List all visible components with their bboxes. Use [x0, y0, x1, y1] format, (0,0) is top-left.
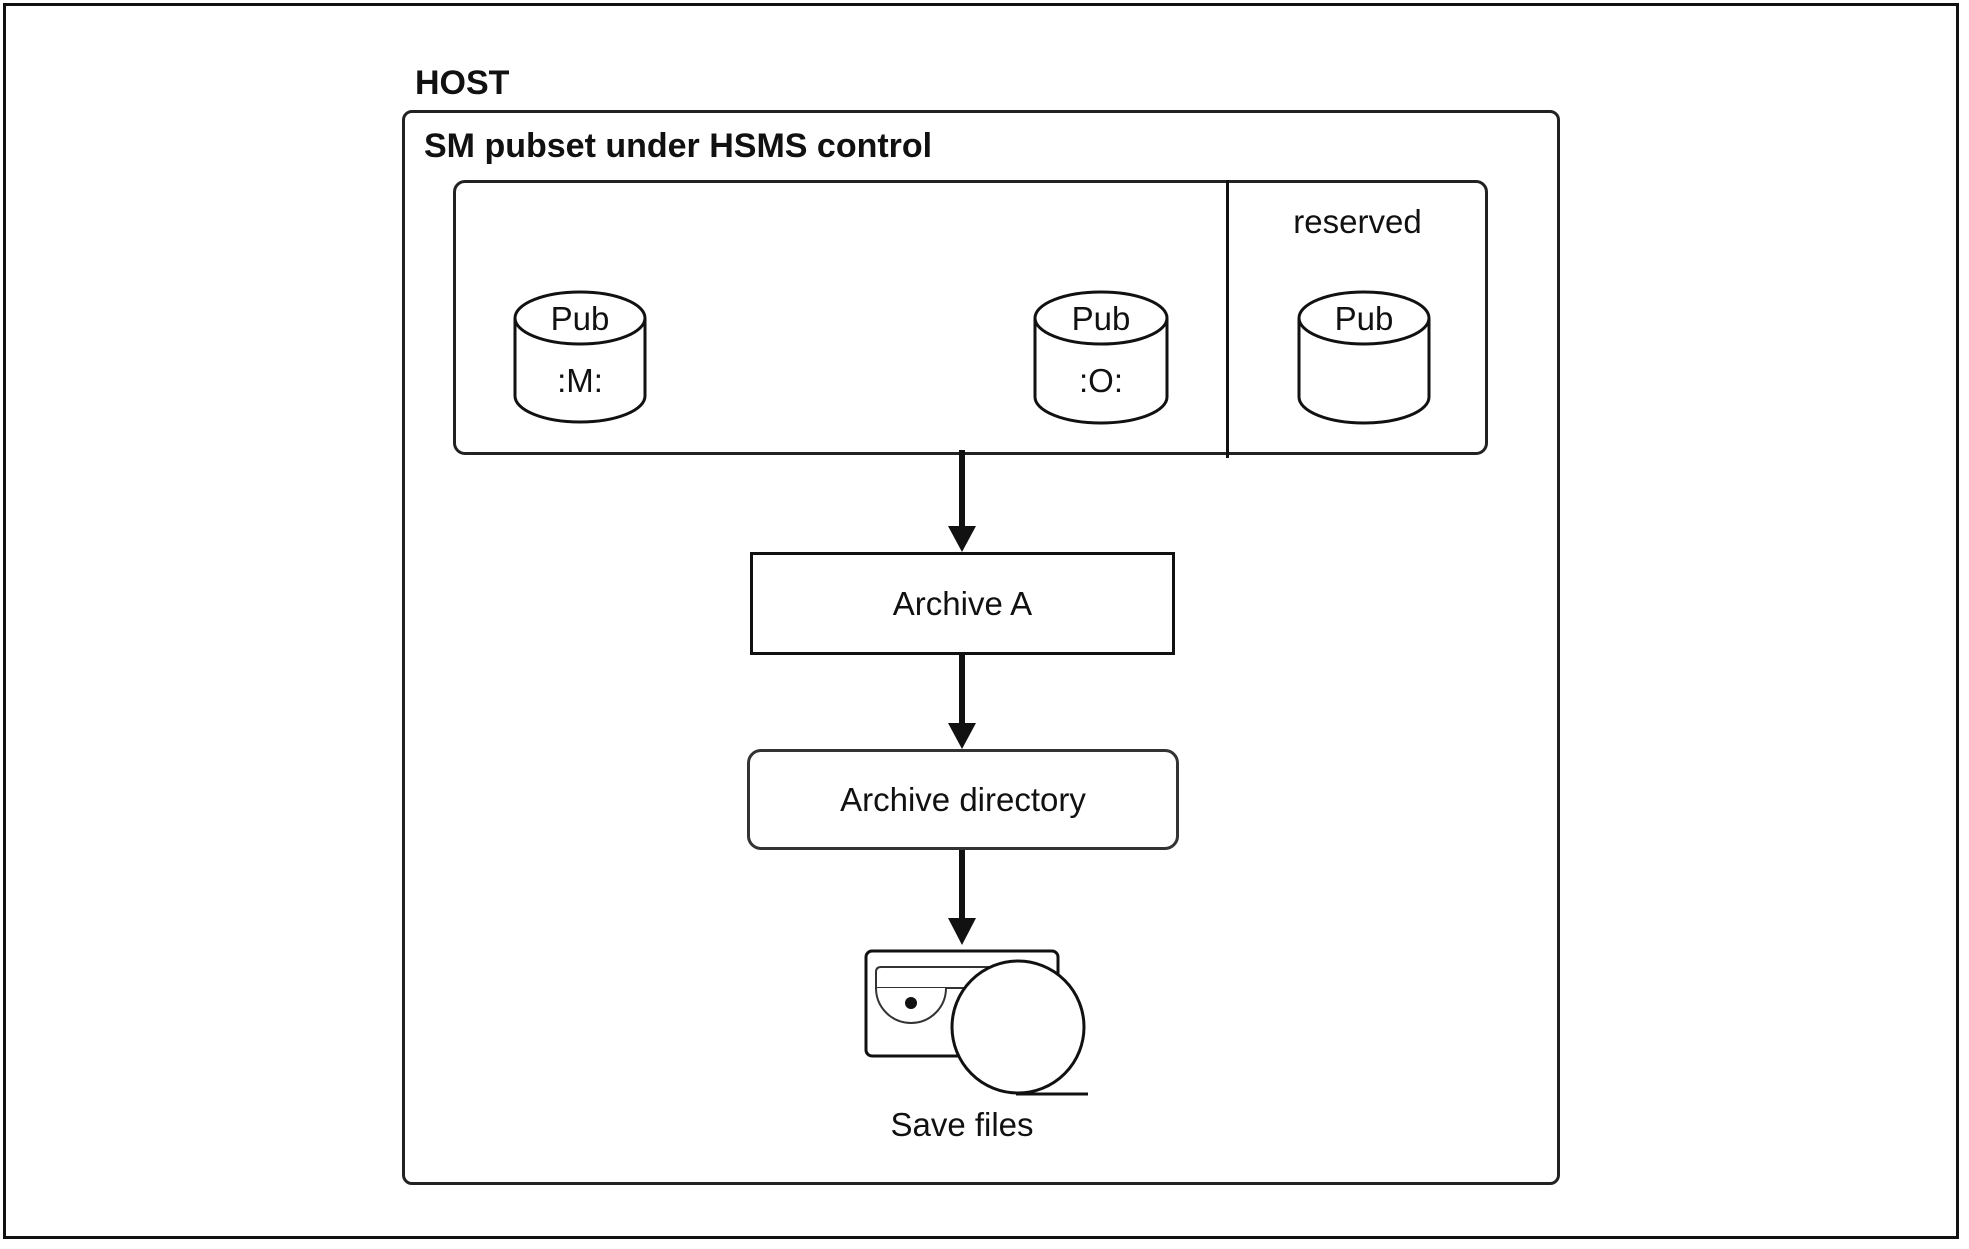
archive-a-label: Archive A [892, 584, 1033, 622]
volume-m-bottom-label: :M: [557, 362, 603, 399]
reserved-volume-icon: Pub [1297, 290, 1431, 425]
archive-directory-label: Archive directory [840, 780, 1086, 818]
archive-a-box: Archive A [750, 552, 1175, 655]
volume-m-top-label: Pub [551, 300, 610, 337]
pubset-title: SM pubset under HSMS control [424, 127, 933, 165]
host-label: HOST [415, 64, 510, 102]
reserved-label: reserved [1293, 203, 1422, 240]
volume-o-bottom-label: :O: [1079, 362, 1123, 399]
arrow-archive-to-directory [948, 655, 976, 749]
tape-cartridge-icon [864, 949, 1088, 1096]
save-files-label: Save files [890, 1106, 1034, 1143]
reserved-volume-top-label: Pub [1335, 300, 1394, 337]
outer-frame [3, 3, 1959, 1239]
archive-directory-box: Archive directory [747, 749, 1179, 850]
host-box [402, 110, 1560, 1185]
volume-o-top-label: Pub [1072, 300, 1131, 337]
volume-o-icon: Pub :O: [1033, 290, 1169, 425]
reserved-divider [1226, 180, 1229, 458]
pubset-box [453, 180, 1488, 455]
arrow-directory-to-save-files [948, 850, 976, 945]
volume-m-icon: Pub :M: [513, 290, 647, 424]
arrow-pubset-to-archive [948, 450, 976, 552]
